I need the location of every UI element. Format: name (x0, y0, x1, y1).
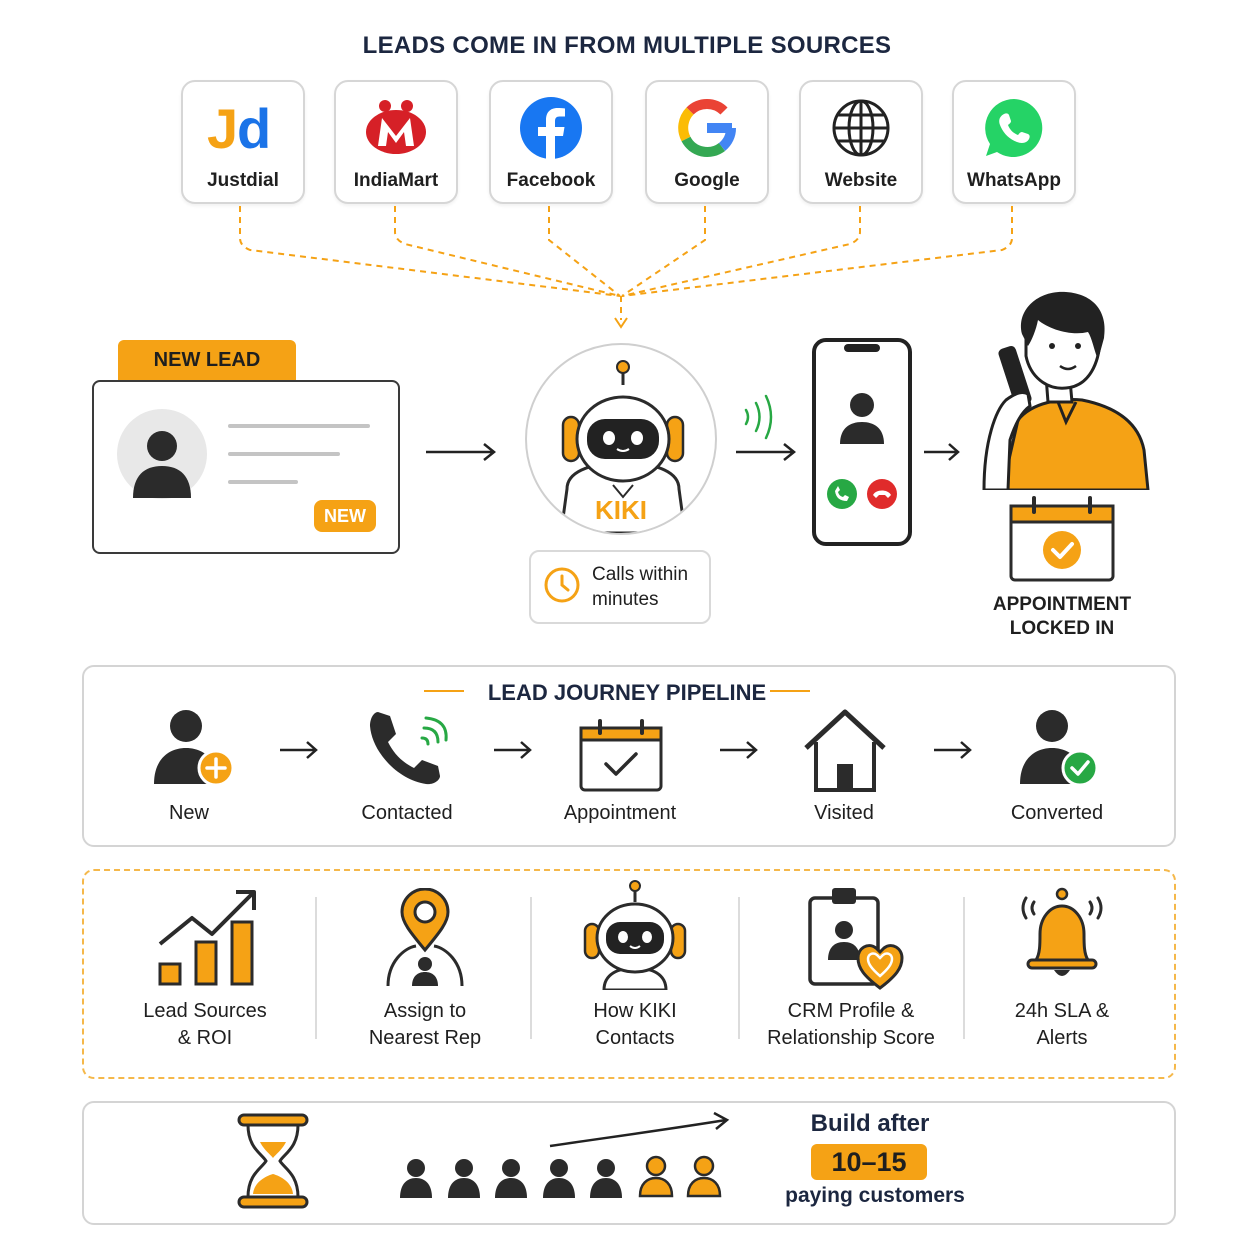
feature-line: Contacts (595, 1027, 675, 1049)
calendar-check-icon (1009, 496, 1115, 582)
feature-line: Assign to (383, 1000, 467, 1022)
placeholder-line (228, 452, 340, 456)
pipeline-title: LEAD JOURNEY PIPELINE (487, 680, 767, 705)
new-badge: NEW (314, 500, 376, 532)
calls-line-2: minutes (592, 589, 659, 610)
divider (530, 897, 532, 1039)
source-card-justdial[interactable]: J d Justdial (181, 80, 305, 204)
new-lead-card[interactable] (92, 380, 400, 554)
location-pin-icon (386, 888, 464, 987)
feature-line: 24h SLA & (1014, 1000, 1110, 1022)
build-subtitle: paying customers (785, 1184, 965, 1207)
indiamart-logo-icon (336, 96, 456, 160)
source-label: Justdial (207, 170, 279, 191)
feature-lead-sources-roi[interactable]: Lead Sources & ROI (100, 998, 310, 1052)
calls-within-text: Calls within minutes (592, 562, 688, 612)
divider (738, 897, 740, 1039)
new-lead-tag: NEW LEAD (118, 340, 296, 380)
add-user-icon (154, 710, 235, 786)
globe-icon (801, 96, 921, 160)
arrow-right-icon (924, 443, 960, 461)
stage-converted: Converted (1010, 802, 1104, 824)
feature-line: CRM Profile & (787, 1000, 915, 1022)
google-logo-icon (647, 96, 767, 160)
placeholder-line (228, 424, 370, 428)
stage-appointment: Appointment (563, 802, 677, 824)
facebook-logo-icon (491, 96, 611, 160)
source-label: IndiaMart (353, 170, 439, 191)
arrow-right-icon (934, 741, 972, 759)
source-label: Website (824, 170, 898, 191)
phone-icon (370, 712, 448, 785)
feature-line: Alerts (1036, 1027, 1088, 1049)
whatsapp-logo-icon (954, 96, 1074, 160)
arrow-right-icon (736, 443, 797, 461)
calls-line-1: Calls within (592, 564, 689, 585)
calendar-icon (579, 719, 663, 792)
arrow-right-icon (426, 443, 497, 461)
hourglass-icon (237, 1113, 309, 1209)
divider (315, 897, 317, 1039)
title-rule (424, 690, 464, 692)
source-card-facebook[interactable]: Facebook (489, 80, 613, 204)
build-title: Build after (810, 1110, 930, 1137)
divider (963, 897, 965, 1039)
growth-chart-icon (158, 890, 256, 986)
bot-name: KIKI (595, 495, 647, 525)
appointment-locked-label: APPOINTMENT LOCKED IN (970, 593, 1154, 641)
feature-line: How KIKI (593, 1000, 677, 1022)
feature-crm-profile[interactable]: CRM Profile & Relationship Score (746, 998, 956, 1052)
crm-clipboard-icon (808, 888, 904, 990)
clock-icon (544, 567, 580, 603)
source-label: Google (674, 170, 740, 191)
bell-icon (1021, 887, 1103, 976)
feature-line: Nearest Rep (368, 1027, 482, 1049)
source-label: Facebook (506, 170, 596, 191)
source-card-website[interactable]: Website (799, 80, 923, 204)
feature-line: Lead Sources (143, 1000, 267, 1022)
customer-growth-people (400, 1111, 730, 1198)
phone-call-icon[interactable] (812, 338, 912, 546)
avatar-icon (117, 409, 207, 499)
source-card-google[interactable]: Google (645, 80, 769, 204)
arrow-right-icon (720, 741, 758, 759)
signal-waves-icon (744, 394, 773, 440)
stage-contacted: Contacted (361, 802, 453, 824)
build-count-badge: 10–15 (811, 1144, 927, 1180)
placeholder-line (228, 480, 298, 484)
appointment-line-1: APPOINTMENT (992, 594, 1132, 615)
house-icon (804, 709, 886, 792)
source-label: WhatsApp (967, 170, 1061, 191)
appointment-line-2: LOCKED IN (1009, 618, 1115, 639)
feature-how-kiki-contacts[interactable]: How KIKI Contacts (530, 998, 740, 1052)
kiki-bot-avatar[interactable]: KIKI (525, 343, 717, 535)
stage-new: New (168, 802, 209, 824)
feature-line: Relationship Score (767, 1027, 935, 1049)
calls-within-minutes-note (529, 550, 711, 624)
feature-assign-nearest-rep[interactable]: Assign to Nearest Rep (320, 998, 530, 1052)
title-rule (770, 690, 810, 692)
feature-line: & ROI (177, 1027, 233, 1049)
justdial-logo-icon: J d (183, 96, 303, 160)
customer-on-phone-illustration (982, 291, 1150, 490)
arrow-right-icon (280, 741, 318, 759)
svg-text:d: d (237, 98, 271, 158)
robot-icon (583, 880, 687, 990)
sources-title: LEADS COME IN FROM MULTIPLE SOURCES (362, 32, 892, 59)
svg-text:J: J (207, 98, 238, 158)
source-connectors (239, 206, 1013, 329)
feature-sla-alerts[interactable]: 24h SLA & Alerts (957, 998, 1167, 1052)
source-card-indiamart[interactable]: IndiaMart (334, 80, 458, 204)
stage-visited: Visited (814, 802, 874, 824)
arrow-right-icon (494, 741, 532, 759)
converted-user-icon (1020, 710, 1099, 786)
source-card-whatsapp[interactable]: WhatsApp (952, 80, 1076, 204)
